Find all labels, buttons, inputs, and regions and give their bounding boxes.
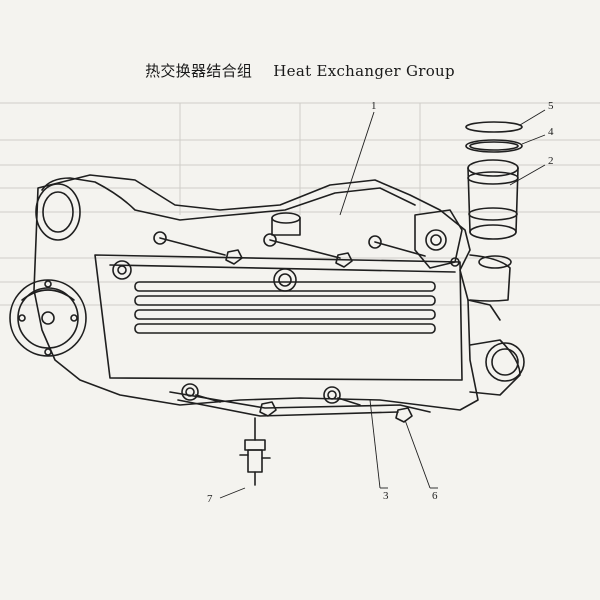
left-inlet-opening	[35, 183, 81, 241]
diagram-title: 热交换器结合组 Heat Exchanger Group	[0, 60, 600, 81]
callout-4: 4	[548, 126, 554, 138]
leader-7	[219, 487, 246, 499]
drain-valve	[239, 417, 271, 486]
callout-1: 1	[371, 100, 377, 112]
leader-3	[369, 399, 381, 489]
callout-6: 6	[432, 490, 438, 502]
top-studs	[153, 231, 426, 268]
center-boss	[273, 268, 297, 292]
bottom-bolts	[181, 383, 413, 423]
cooling-ribs	[134, 281, 436, 334]
left-cover	[9, 279, 87, 357]
housing-outline	[33, 174, 479, 411]
leader-6	[404, 419, 431, 489]
right-outlet	[469, 339, 525, 396]
o-ring-5	[465, 121, 523, 133]
leader-1	[339, 111, 375, 216]
leader-4	[521, 134, 546, 145]
callout-2: 2	[548, 155, 554, 167]
title-chinese: 热交换器结合组	[145, 62, 253, 80]
leader-5	[519, 109, 546, 126]
callout-3: 3	[383, 490, 389, 502]
callout-7: 7	[207, 493, 213, 505]
leader-2	[509, 164, 546, 186]
callout-5: 5	[548, 100, 554, 112]
right-pipe	[467, 159, 519, 240]
right-flange	[414, 209, 463, 269]
o-ring-4	[465, 139, 523, 153]
title-english: Heat Exchanger Group	[273, 62, 455, 80]
